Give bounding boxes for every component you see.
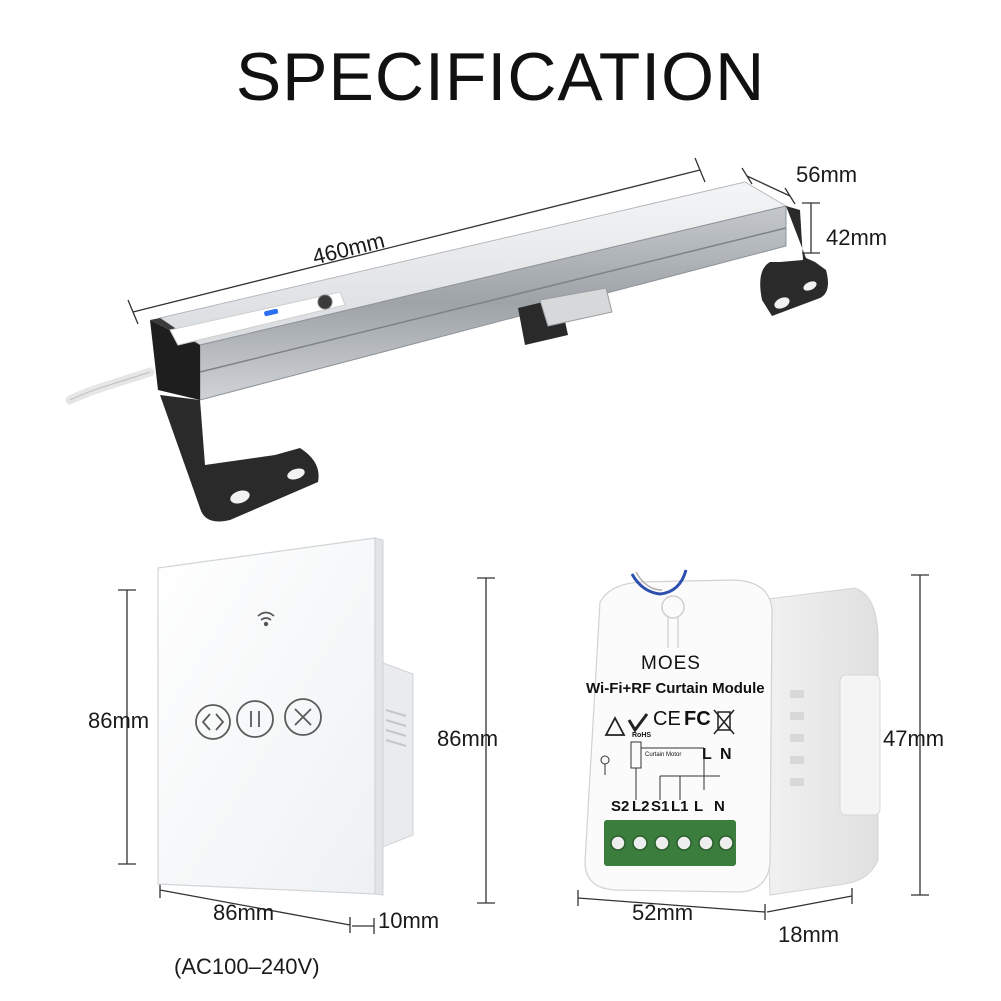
- wall-switch: [157, 537, 414, 896]
- terminal-label-l1: L1: [671, 798, 689, 815]
- terminal-label-s2: S2: [611, 798, 630, 815]
- module-height-label: 47mm: [883, 726, 945, 751]
- switch-width-label: 86mm: [213, 900, 275, 925]
- cert-rohs: RoHS: [632, 732, 652, 739]
- switch-depth-label: 10mm: [378, 908, 440, 933]
- curtain-motor: [65, 181, 828, 522]
- motor-depth-label: 56mm: [796, 162, 858, 187]
- switch-side-height-label: 86mm: [437, 726, 499, 751]
- weee-bin-icon: [713, 709, 735, 735]
- switch-height-label: 86mm: [88, 708, 150, 733]
- motor-length-dimension-line: [127, 157, 706, 325]
- wiring-diagram-label: Curtain Motor: [645, 752, 682, 758]
- terminal-label-n: N: [714, 798, 725, 815]
- module-height-dimension-line: [911, 574, 929, 896]
- motor-height-label: 42mm: [826, 225, 888, 250]
- module-name: Wi-Fi+RF Curtain Module: [586, 680, 765, 697]
- switch-height-dimension-line: [118, 589, 136, 865]
- top-terminal-n: N: [720, 746, 732, 763]
- close-button-icon: [284, 698, 322, 736]
- module-depth-label: 18mm: [778, 922, 840, 947]
- switch-side-height-dimension-line: [477, 577, 495, 904]
- module-depth-dimension-line: [766, 888, 853, 913]
- pause-button-icon: [236, 700, 274, 738]
- cert-fc: FC: [684, 708, 711, 730]
- terminal-screws: [610, 835, 734, 851]
- wiring-diagram: [600, 741, 720, 800]
- wifi-icon: [257, 611, 275, 627]
- terminal-label-l2: L2: [632, 798, 650, 815]
- module-width-dimension-line: [577, 890, 766, 920]
- voltage-label: (AC100–240V): [174, 954, 320, 979]
- motor-depth-dimension-line: [741, 167, 796, 205]
- top-terminal-l: L: [702, 746, 712, 763]
- motor-height-dimension-line: [802, 202, 820, 254]
- terminal-label-l: L: [694, 798, 704, 815]
- curtain-module: [584, 569, 881, 896]
- page-title: SPECIFICATION: [235, 39, 766, 115]
- cert-ce: CE: [653, 708, 681, 730]
- check-icon: [627, 713, 649, 733]
- module-width-label: 52mm: [632, 900, 694, 925]
- terminal-label-s1: S1: [651, 798, 670, 815]
- module-brand: MOES: [641, 653, 701, 674]
- open-button-icon: [195, 704, 231, 740]
- warning-icon: [604, 716, 626, 736]
